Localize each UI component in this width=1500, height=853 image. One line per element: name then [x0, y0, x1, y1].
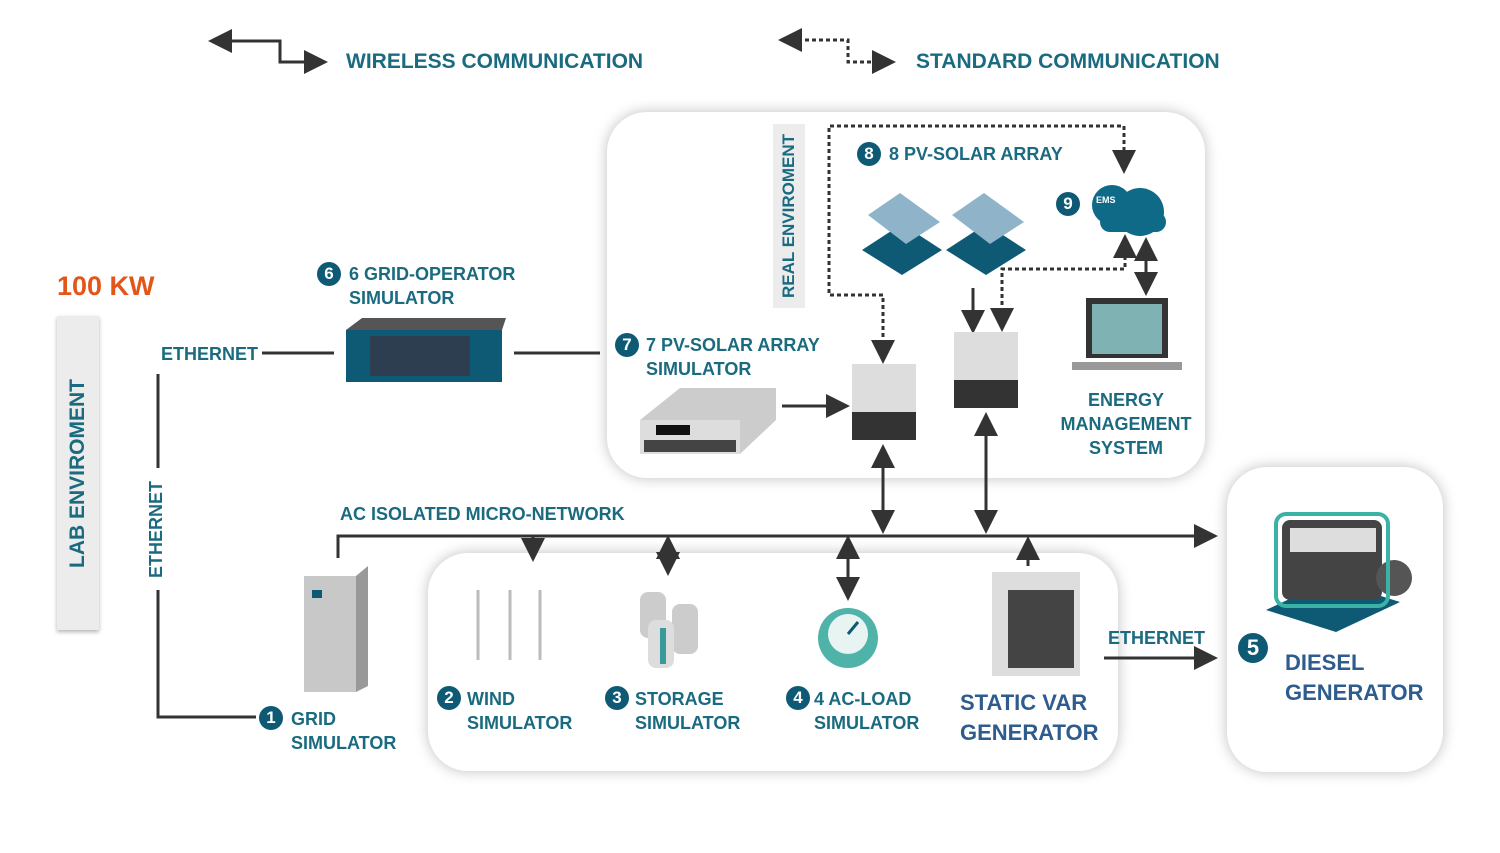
grid-operator-simulator-icon	[346, 318, 506, 382]
load-meter-icon	[818, 608, 878, 668]
legend-wireless-label: WIRELESS COMMUNICATION	[346, 50, 644, 73]
badge-7: 7	[615, 333, 639, 357]
pv-simulator-icon	[640, 388, 776, 454]
battery-storage-icon	[640, 592, 698, 668]
badge-1: 1	[259, 706, 283, 730]
pv-array-label: 8 PV-SOLAR ARRAY	[889, 144, 1063, 164]
lab-environment-bar	[57, 316, 99, 630]
badge-3: 3	[605, 686, 629, 710]
solar-panel-icon	[862, 193, 942, 275]
inverter-icon	[954, 332, 1018, 408]
badge-4: 4	[786, 686, 810, 710]
legend-standard-arrow	[778, 28, 896, 74]
badge-5: 5	[1238, 633, 1268, 663]
badge-6: 6	[317, 262, 341, 286]
ac-bus	[336, 524, 1218, 558]
inverter-icon	[852, 364, 916, 440]
ethernet-label-diesel: ETHERNET	[1108, 628, 1206, 648]
badge-8: 8	[857, 142, 881, 166]
ethernet-line	[156, 374, 256, 719]
badge-9: 9	[1056, 192, 1080, 216]
wind-turbine-icon	[476, 590, 542, 660]
real-environment-label: REAL ENVIROMENT	[779, 133, 798, 298]
ems-cloud-icon	[1092, 185, 1166, 236]
laptop-icon	[1072, 298, 1182, 370]
ethernet-label: ETHERNET	[161, 344, 259, 364]
grid-simulator-icon	[304, 566, 368, 692]
real-environment-bar	[773, 124, 805, 308]
ac-network-label: AC ISOLATED MICRO-NETWORK	[340, 504, 625, 524]
legend-wireless-arrow	[208, 29, 328, 74]
solar-panel-icon	[946, 193, 1026, 275]
ems-icon-text: EMS	[1096, 195, 1116, 205]
legend-standard-label: STANDARD COMMUNICATION	[916, 50, 1220, 73]
static-var-generator-icon	[992, 572, 1080, 676]
diesel-generator-icon	[1266, 512, 1412, 632]
ethernet-label-vertical: ETHERNET	[146, 480, 166, 578]
badge-2: 2	[437, 686, 461, 710]
power-rating: 100 KW	[57, 271, 155, 301]
lab-environment-label: LAB ENVIROMENT	[66, 379, 89, 568]
